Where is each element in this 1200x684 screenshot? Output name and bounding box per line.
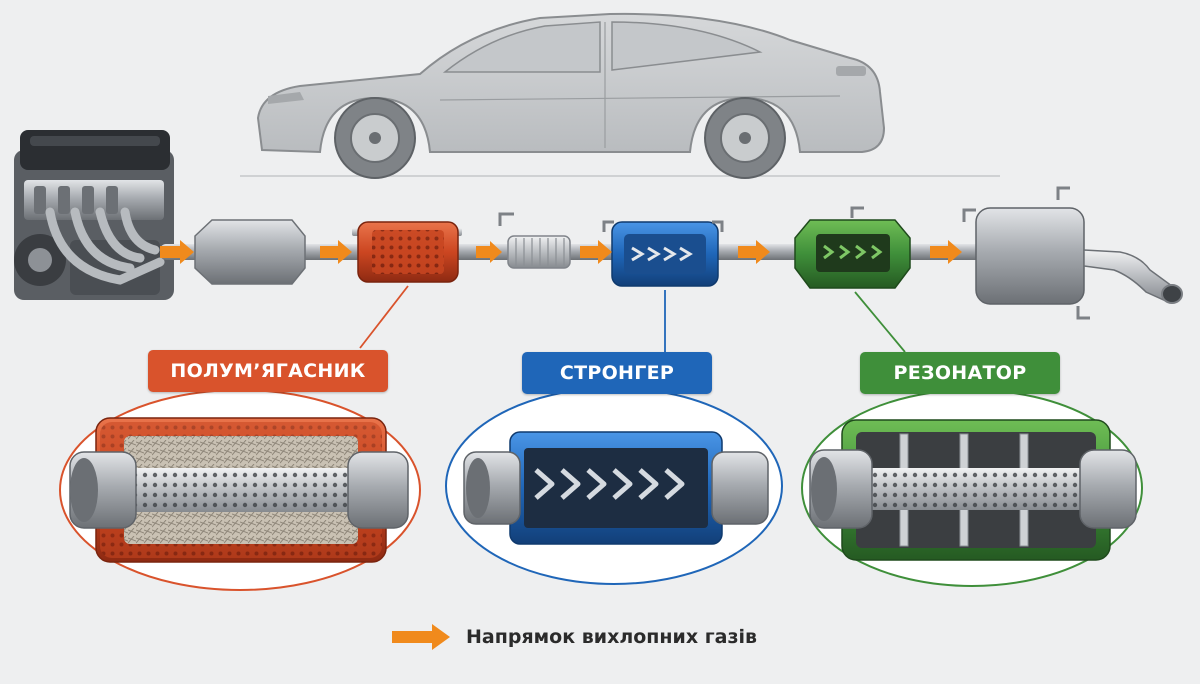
muffler-detail — [59, 389, 421, 591]
arrow-right-icon — [580, 240, 612, 264]
arrow-right-icon — [160, 240, 194, 264]
leader-lines — [359, 285, 906, 353]
car-silhouette-icon — [240, 12, 1000, 179]
rear-muffler — [962, 186, 1183, 320]
legend-arrow-icon — [392, 624, 450, 650]
stronger-component — [602, 220, 724, 287]
arrow-right-icon — [476, 241, 502, 263]
catalytic-converter — [194, 219, 306, 285]
stronger-detail — [445, 387, 783, 585]
muffler-label: ПОЛУМ’ЯГАСНИК — [148, 350, 388, 392]
resonator-label: РЕЗОНАТОР — [860, 352, 1060, 394]
resonator-component — [794, 206, 911, 289]
legend: Напрямок вихлопних газів — [390, 620, 757, 654]
engine-icon — [14, 130, 174, 300]
stronger-label: СТРОНГЕР — [522, 352, 712, 394]
flex-pipe — [498, 212, 571, 269]
flow-arrows — [160, 240, 962, 264]
muffler-component — [352, 221, 462, 283]
resonator-detail — [801, 389, 1143, 587]
legend-text: Напрямок вихлопних газів — [466, 626, 758, 648]
arrow-right-icon — [738, 240, 770, 264]
arrow-right-icon — [930, 240, 962, 264]
arrow-right-icon — [320, 240, 352, 264]
